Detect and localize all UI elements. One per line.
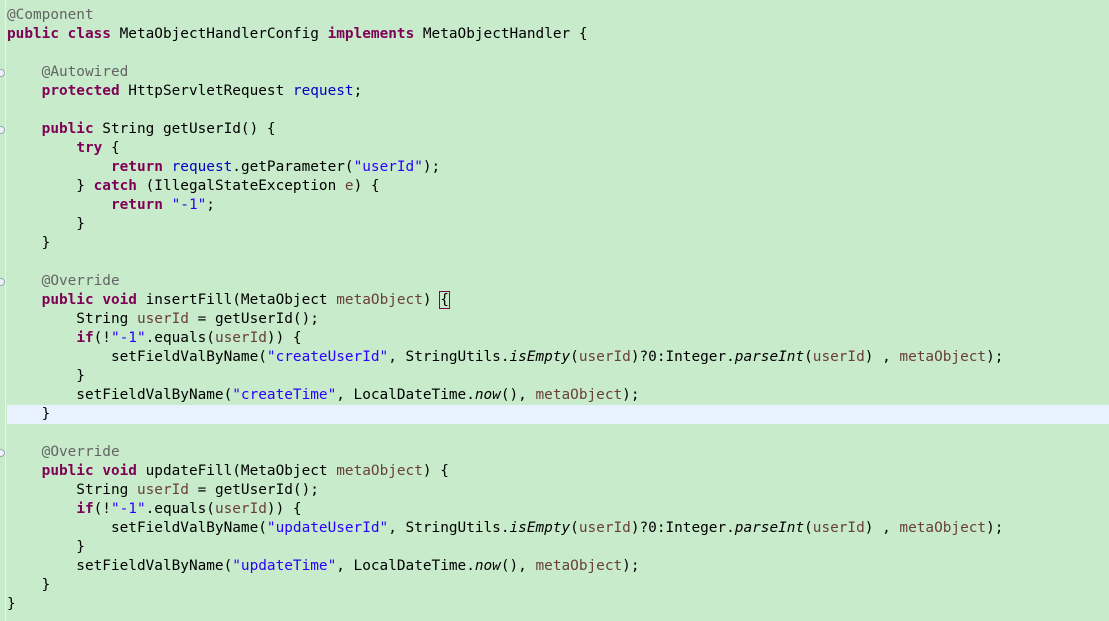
code-line[interactable]: @Component	[7, 7, 94, 23]
code-line[interactable]: @Autowired	[41, 64, 129, 80]
code-line[interactable]: try {	[76, 140, 120, 156]
code-line[interactable]: public String getUserId() {	[41, 121, 276, 137]
code-line[interactable]: setFieldValByName("updateTime", LocalDat…	[7, 558, 640, 574]
code-line[interactable]: String userId = getUserId();	[7, 311, 319, 327]
code-line[interactable]: String userId = getUserId();	[7, 482, 319, 498]
code-line[interactable]: }	[7, 368, 85, 384]
code-line[interactable]: setFieldValByName("createTime", LocalDat…	[7, 387, 640, 403]
code-line[interactable]: }	[7, 405, 1109, 424]
fold-toggle-icon[interactable]	[0, 278, 5, 286]
editor-gutter	[0, 0, 6, 621]
code-line[interactable]: if(!"-1".equals(userId)) {	[76, 330, 302, 346]
code-line[interactable]: public void insertFill(MetaObject metaOb…	[41, 291, 450, 309]
code-line[interactable]: @Override	[41, 444, 120, 460]
code-line[interactable]: setFieldValByName("createUserId", String…	[7, 349, 1004, 365]
fold-toggle-icon[interactable]	[0, 69, 5, 77]
code-line[interactable]: }	[7, 596, 16, 612]
code-line[interactable]: if(!"-1".equals(userId)) {	[76, 501, 302, 517]
code-line[interactable]	[7, 101, 1109, 120]
code-line[interactable]	[7, 253, 1109, 272]
code-line[interactable]: @Override	[41, 273, 120, 289]
code-line[interactable]: return "-1";	[110, 197, 215, 213]
code-line[interactable]: }	[7, 577, 51, 593]
fold-toggle-icon[interactable]	[0, 449, 5, 457]
code-line[interactable]	[7, 424, 1109, 443]
code-line[interactable]: }	[7, 216, 85, 232]
code-line[interactable]: public class MetaObjectHandlerConfig imp…	[7, 26, 588, 42]
code-line[interactable]: protected HttpServletRequest request;	[41, 83, 363, 99]
code-line[interactable]: } catch (IllegalStateException e) {	[7, 178, 380, 194]
code-line[interactable]: return request.getParameter("userId");	[110, 159, 441, 175]
fold-toggle-icon[interactable]	[0, 126, 5, 134]
code-editor[interactable]: @Component public class MetaObjectHandler…	[7, 6, 1109, 614]
code-line[interactable]: }	[7, 235, 51, 251]
code-line[interactable]: public void updateFill(MetaObject metaOb…	[41, 463, 449, 479]
code-line[interactable]: setFieldValByName("updateUserId", String…	[7, 520, 1004, 536]
code-line[interactable]	[7, 44, 1109, 63]
code-line[interactable]: }	[7, 539, 85, 555]
